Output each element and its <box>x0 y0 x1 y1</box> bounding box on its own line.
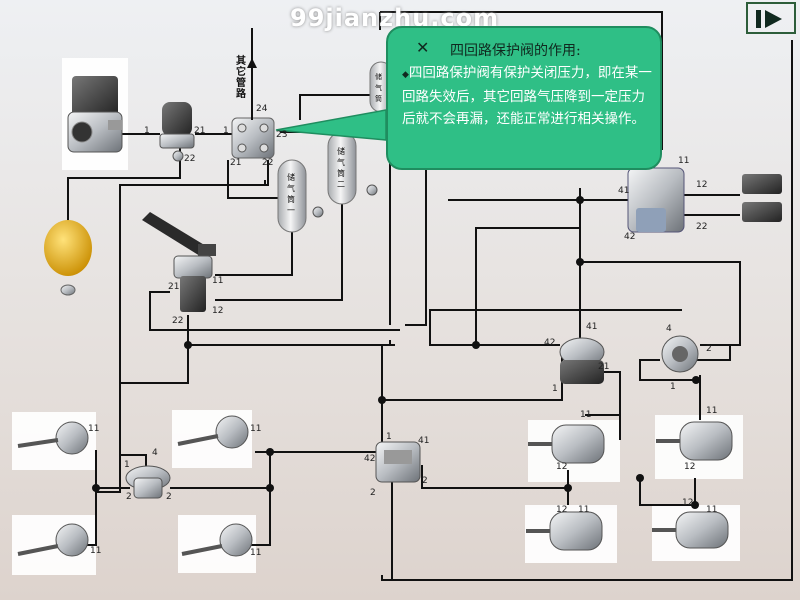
port-label: 1 <box>552 384 558 394</box>
pipe-junctions <box>92 196 700 509</box>
callout-box <box>386 26 662 170</box>
port-label: 42 <box>544 338 556 348</box>
port-label: 12 <box>556 505 568 515</box>
port-label: 21 <box>194 126 206 136</box>
port-label: 21 <box>168 282 180 292</box>
port-label: 4 <box>666 324 672 334</box>
tank-label-2: 储气筒二 <box>337 147 345 189</box>
other-circuits-arrow <box>247 58 257 120</box>
port-label: 22 <box>184 154 196 164</box>
port-label: 12 <box>556 462 568 472</box>
port-label: 1 <box>144 126 150 136</box>
callout-text: ◆四回路保护阀有保护关闭压力，即在某一回路失效后，其它回路气压降到一定压力后就不… <box>402 62 654 130</box>
port-label: 12 <box>212 306 224 316</box>
yellow-reservoir <box>44 220 92 296</box>
port-label: 2 <box>166 492 172 502</box>
port-label: 11 <box>212 276 224 286</box>
port-label: 11 <box>580 410 592 420</box>
port-label: 4 <box>152 448 158 458</box>
air-dryer <box>159 102 195 162</box>
rear-spring-brake-chambers <box>526 421 733 551</box>
port-label: 22 <box>172 316 184 326</box>
port-label: 1 <box>124 460 130 470</box>
port-label: 21 <box>230 158 242 168</box>
port-label: 11 <box>90 546 102 556</box>
port-label: 1 <box>386 432 392 442</box>
callout-body: 四回路保护阀有保护关闭压力，即在某一回路失效后，其它回路气压降到一定压力后就不会… <box>402 65 652 127</box>
port-label: 11 <box>678 156 690 166</box>
port-label: 2 <box>706 344 712 354</box>
tank-label-1: 储气筒一 <box>287 173 295 215</box>
center-relay-valve <box>375 441 421 483</box>
port-label: 24 <box>256 104 268 114</box>
quick-release-valve <box>661 335 699 373</box>
next-slide-button[interactable] <box>746 2 796 34</box>
port-label: 2 <box>422 476 428 486</box>
port-label: 21 <box>598 362 610 372</box>
port-label: 2 <box>370 488 376 498</box>
port-label: 1 <box>670 382 676 392</box>
tank-label-3: 储气筒 <box>375 73 382 103</box>
callout-pointer <box>275 109 387 141</box>
port-label: 11 <box>250 424 262 434</box>
port-label: 11 <box>706 406 718 416</box>
left-relay-valve <box>125 465 171 499</box>
brake-pedal-valve <box>142 212 216 312</box>
port-label: 11 <box>88 424 100 434</box>
bullet-icon: ◆ <box>402 70 409 80</box>
port-label: 41 <box>586 322 598 332</box>
port-label: 22 <box>262 158 274 168</box>
port-label: 11 <box>706 505 718 515</box>
port-label: 1 <box>223 126 229 136</box>
port-label: 12 <box>696 180 708 190</box>
air-compressor <box>67 76 123 153</box>
port-label: 11 <box>578 505 590 515</box>
next-arrow-icon <box>756 10 782 28</box>
four-circuit-protection-valve <box>231 117 275 159</box>
port-label: 42 <box>624 232 636 242</box>
port-label: 42 <box>364 454 376 464</box>
port-label: 11 <box>250 548 262 558</box>
callout-title: 四回路保护阀的作用: <box>450 43 581 59</box>
port-label: 22 <box>696 222 708 232</box>
front-brake-chambers <box>17 415 253 557</box>
port-label: 41 <box>418 436 430 446</box>
port-label: 12 <box>684 462 696 472</box>
trailer-control-valve <box>627 167 782 233</box>
other-circuits-label: 其它管路 <box>236 56 246 100</box>
port-label: 2 <box>126 492 132 502</box>
port-label: 23 <box>276 130 288 140</box>
relay-valve <box>559 337 605 384</box>
port-label: 12 <box>682 498 694 508</box>
tools-icon: ✕ <box>416 38 430 57</box>
port-label: 41 <box>618 186 630 196</box>
